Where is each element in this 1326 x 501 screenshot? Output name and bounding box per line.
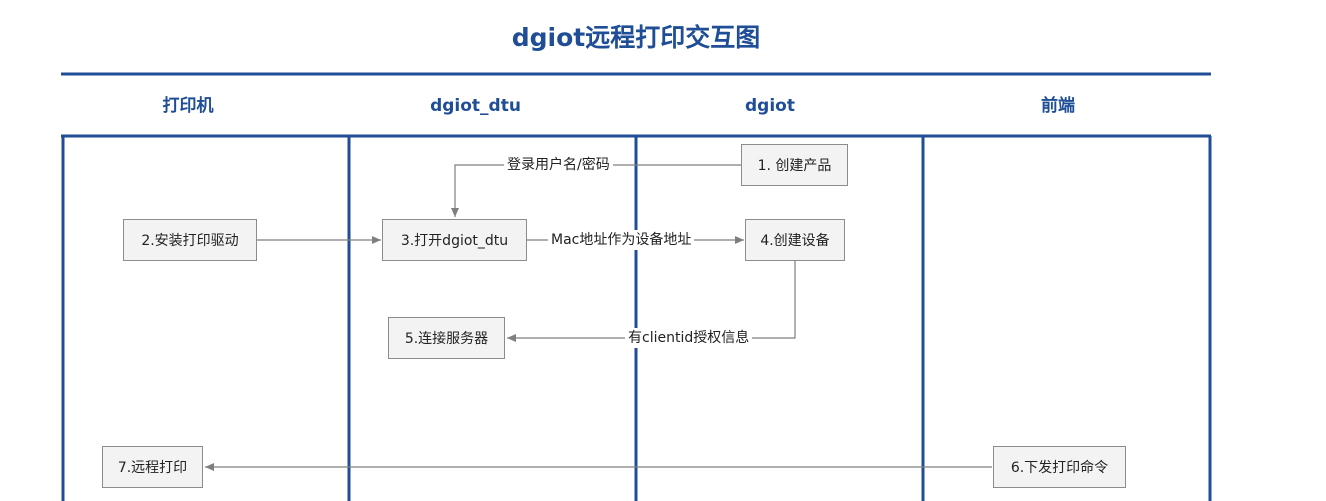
edge-login — [451, 164, 741, 217]
node-send-print-command[interactable]: 6.下发打印命令 — [993, 446, 1126, 488]
node-connect-server[interactable]: 5.连接服务器 — [388, 317, 505, 359]
edge-clientid-auth — [507, 261, 796, 342]
edge-label-mac-address: Mac地址作为设备地址 — [548, 230, 695, 250]
diagram-title: dgiot远程打印交互图 — [511, 23, 761, 52]
edge-label-clientid-auth: 有clientid授权信息 — [625, 328, 753, 348]
node-open-dtu[interactable]: 3.打开dgiot_dtu — [382, 219, 527, 261]
lane-header-dgiot: dgiot — [745, 96, 795, 116]
node-create-product[interactable]: 1. 创建产品 — [741, 144, 848, 186]
edge-label-login: 登录用户名/密码 — [504, 155, 613, 175]
lane-header-dgiot-dtu: dgiot_dtu — [430, 96, 521, 116]
lane-header-printer: 打印机 — [162, 96, 214, 116]
lane-header-frontend: 前端 — [1041, 96, 1075, 116]
node-remote-print[interactable]: 7.远程打印 — [102, 446, 203, 488]
node-install-driver[interactable]: 2.安装打印驱动 — [123, 219, 257, 261]
node-create-device[interactable]: 4.创建设备 — [745, 219, 845, 261]
